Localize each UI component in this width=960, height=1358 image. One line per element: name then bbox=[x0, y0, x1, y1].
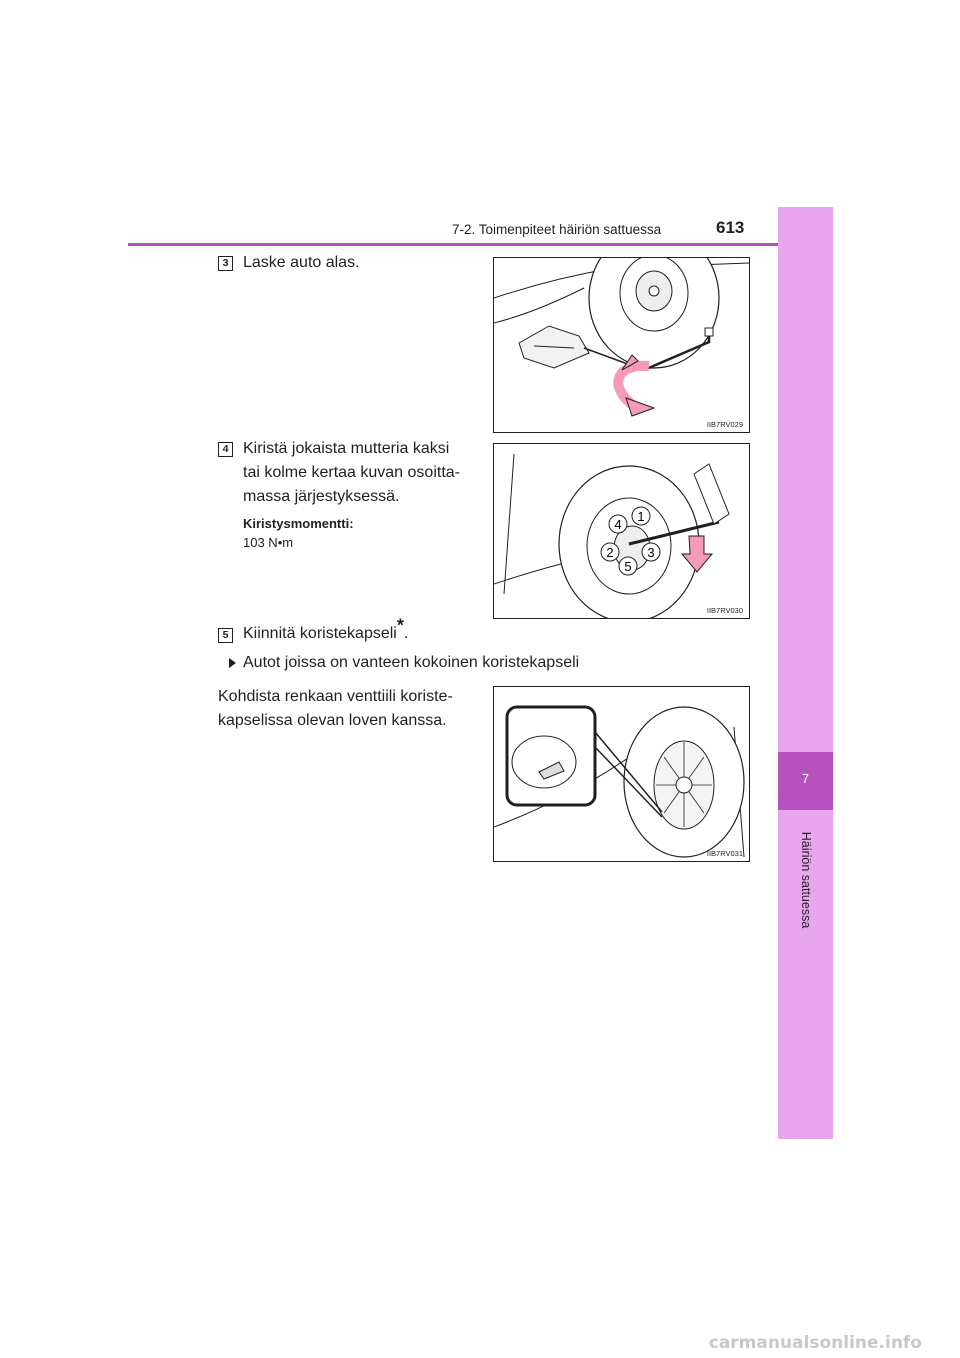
step-3-text: Laske auto alas. bbox=[243, 254, 360, 271]
hubcap-instruction-line-2: kapselissa olevan loven kanssa. bbox=[218, 712, 447, 729]
chapter-number-block bbox=[778, 752, 833, 810]
nut-label-5: 5 bbox=[624, 559, 631, 574]
figure-code: IIB7RV030 bbox=[706, 606, 743, 615]
hubcap-alignment-illustration bbox=[494, 705, 745, 858]
watermark: carmanualsonline.info bbox=[708, 1333, 922, 1353]
arrow-bullet-icon bbox=[229, 658, 236, 668]
figure-code: IIB7RV031 bbox=[706, 849, 743, 858]
page-number: 613 bbox=[716, 218, 745, 237]
step-4-line-1: Kiristä jokaista mutteria kaksi bbox=[243, 440, 450, 457]
chapter-title: Häiriön sattuessa bbox=[786, 820, 826, 940]
hubcap-instruction-line-1: Kohdista renkaan venttiili koriste- bbox=[218, 688, 453, 705]
nut-label-1: 1 bbox=[637, 509, 644, 524]
chapter-title-text: Häiriön sattuessa bbox=[799, 831, 813, 929]
torque-label: Kiristysmomentti: bbox=[243, 516, 354, 531]
chapter-number: 7 bbox=[801, 771, 810, 786]
condition-bullet: Autot joissa on vanteen kokoinen koriste… bbox=[243, 654, 580, 671]
figure-tighten-nuts: 1 2 3 4 5 IIB7RV030 bbox=[493, 443, 750, 619]
torque-value: 103 N•m bbox=[243, 535, 294, 550]
nut-label-3: 3 bbox=[647, 545, 654, 560]
figure-lower-car: IIB7RV029 bbox=[493, 257, 750, 433]
nut-label-4: 4 bbox=[614, 517, 621, 532]
figure-hubcap-valve: IIB7RV031 bbox=[493, 686, 750, 862]
nut-label-2: 2 bbox=[606, 545, 613, 560]
chapter-side-tab bbox=[778, 207, 833, 1139]
asterisk-footnote-mark: * bbox=[396, 615, 404, 636]
step-5-text-main: Kiinnitä koristekapseli bbox=[243, 625, 397, 642]
step-4-line-2: tai kolme kertaa kuvan osoitta- bbox=[243, 464, 460, 481]
step-5-text: Kiinnitä koristekapseli*. bbox=[243, 617, 409, 646]
section-title: 7-2. Toimenpiteet häiriön sattuessa bbox=[452, 222, 662, 237]
step-4-line-3: massa järjestyksessä. bbox=[243, 488, 400, 505]
figure-code: IIB7RV029 bbox=[706, 420, 743, 429]
step-number-4: 4 bbox=[218, 442, 233, 457]
jack-lowering-illustration bbox=[494, 258, 749, 417]
step-number-3: 3 bbox=[218, 256, 233, 271]
step-5-period: . bbox=[403, 625, 409, 642]
step-number-5: 5 bbox=[218, 628, 233, 643]
header-rule bbox=[128, 243, 833, 246]
nut-tightening-illustration: 1 2 3 4 5 bbox=[494, 453, 730, 618]
